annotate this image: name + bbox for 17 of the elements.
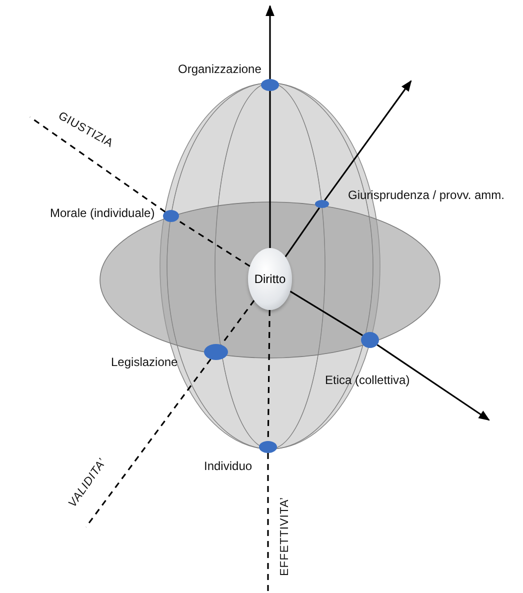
point-label: Legislazione <box>111 355 178 369</box>
dashed-axis-line <box>267 453 269 593</box>
axis-arrow <box>266 4 274 79</box>
dashed-axis-line <box>30 116 166 213</box>
axis-arrow <box>376 344 490 421</box>
point-label: Organizzazione <box>178 62 262 76</box>
axis-arrow <box>324 80 412 201</box>
axis-label: EFFETTIVITA’ <box>279 496 292 576</box>
point-label: Etica (collettiva) <box>325 373 410 387</box>
dashed-axis-line <box>85 358 212 528</box>
point-label: Morale (individuale) <box>50 206 155 220</box>
point-label: Individuo <box>204 459 252 473</box>
point-marker <box>259 441 277 453</box>
node-label: Diritto <box>254 272 286 286</box>
dashed-axis-line <box>176 219 250 267</box>
point-label: Giurisprudenza / provv. amm. <box>348 188 504 202</box>
point-marker <box>261 79 279 91</box>
